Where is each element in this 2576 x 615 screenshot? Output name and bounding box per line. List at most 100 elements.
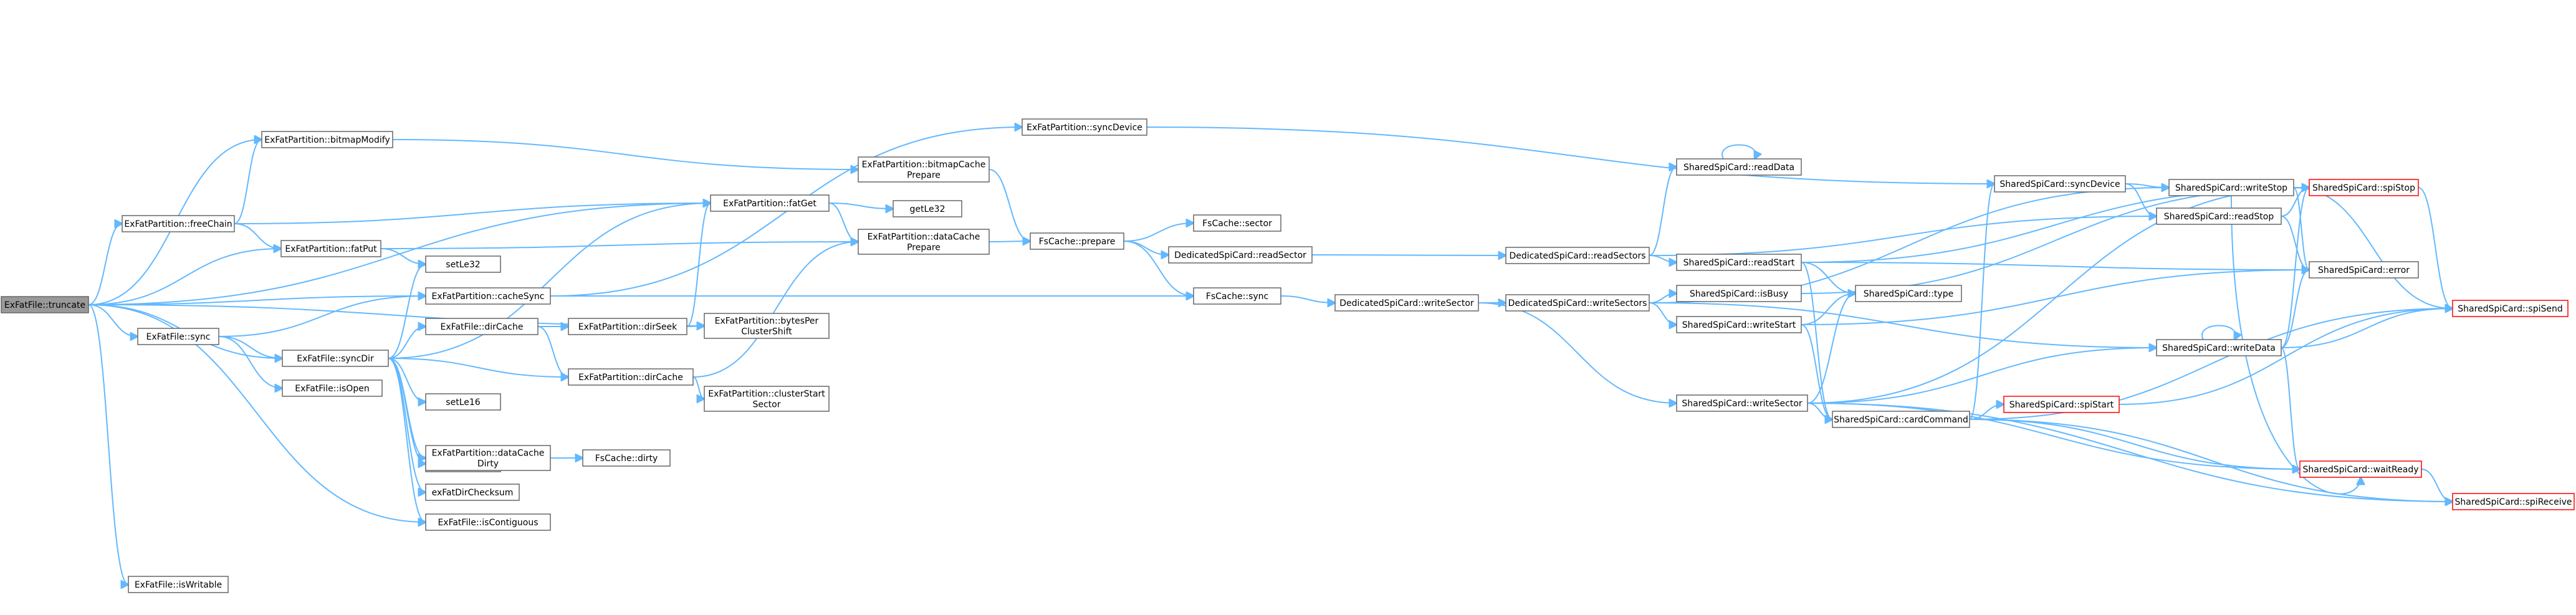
node-spiStart[interactable]: SharedSpiCard::spiStart — [2003, 396, 2120, 413]
node-waitReady[interactable]: SharedSpiCard::waitReady — [2299, 460, 2422, 478]
node-box — [704, 386, 830, 412]
node-readStart[interactable]: SharedSpiCard::readStart — [1676, 254, 1802, 271]
node-readStop[interactable]: SharedSpiCard::readStop — [2156, 207, 2282, 225]
node-fsCachePrepare[interactable]: FsCache::prepare — [1030, 232, 1124, 250]
node-cardCommand[interactable]: SharedSpiCard::cardCommand — [1832, 411, 1970, 428]
node-box — [122, 215, 235, 232]
node-box — [261, 131, 393, 148]
node-syncDeviceShared[interactable]: SharedSpiCard::syncDevice — [1994, 175, 2126, 193]
node-spiSend[interactable]: SharedSpiCard::spiSend — [2452, 300, 2569, 317]
node-spiReceive[interactable]: SharedSpiCard::spiReceive — [2452, 493, 2575, 510]
edge-syncDir-to-exFatDirChecksum — [388, 358, 426, 492]
edge-syncDeviceShared-to-writeStop — [2125, 184, 2169, 188]
node-label: ExFatFile::truncate — [4, 300, 85, 310]
node-label: ExFatPartition::dataCache — [868, 232, 980, 242]
node-fsCacheSync[interactable]: FsCache::sync — [1193, 287, 1281, 305]
node-setLe32[interactable]: setLe32 — [425, 255, 501, 273]
node-freeChain[interactable]: ExFatPartition::freeChain — [122, 215, 235, 232]
node-writeData[interactable]: SharedSpiCard::writeData — [2156, 339, 2282, 356]
node-box — [2168, 179, 2294, 196]
edge-dedWriteSectors-to-writeData — [1649, 302, 2157, 348]
node-box — [1030, 232, 1124, 250]
edge-syncDir-to-setLe16 — [388, 358, 426, 402]
edge-dirCachePart-to-dataCachePrepare — [692, 242, 858, 378]
edge-sync-to-syncDir — [218, 336, 282, 358]
node-truncate[interactable]: ExFatFile::truncate — [1, 296, 89, 313]
node-sync[interactable]: ExFatFile::sync — [137, 328, 219, 345]
edge-dedWriteSectors-to-writeStart — [1649, 302, 1677, 325]
node-syncDevice[interactable]: ExFatPartition::syncDevice — [1022, 118, 1147, 136]
node-label: SharedSpiCard::error — [2318, 265, 2410, 275]
node-getLe32[interactable]: getLe32 — [893, 200, 962, 217]
node-isWritable[interactable]: ExFatFile::isWritable — [128, 576, 229, 593]
node-box — [568, 368, 694, 386]
node-box — [425, 513, 551, 531]
node-label: SharedSpiCard::writeStop — [2175, 183, 2287, 193]
node-box — [2156, 207, 2282, 225]
node-setLe16[interactable]: setLe16 — [425, 393, 501, 411]
node-label: ExFatPartition::dirCache — [578, 373, 683, 383]
node-syncDir[interactable]: ExFatFile::syncDir — [282, 350, 389, 367]
node-type[interactable]: SharedSpiCard::type — [1855, 285, 1962, 302]
node-spiStop[interactable]: SharedSpiCard::spiStop — [2309, 179, 2419, 196]
node-box — [2309, 179, 2419, 196]
node-fsCacheDirty[interactable]: FsCache::dirty — [582, 449, 671, 467]
node-label: SharedSpiCard::readStart — [1683, 258, 1795, 268]
node-exFatDirChecksum[interactable]: exFatDirChecksum — [425, 484, 520, 501]
node-box — [1676, 316, 1802, 333]
node-fatPut[interactable]: ExFatPartition::fatPut — [280, 240, 381, 257]
edge-dirCachePart-to-clusterStartSector — [692, 376, 704, 399]
node-box — [1505, 294, 1650, 312]
node-label: Sector — [752, 400, 780, 410]
node-isBusy[interactable]: SharedSpiCard::isBusy — [1676, 285, 1802, 302]
node-label: FsCache::dirty — [595, 454, 658, 464]
node-isOpen[interactable]: ExFatFile::isOpen — [282, 379, 383, 397]
node-box — [1676, 285, 1802, 302]
node-dirSeek[interactable]: ExFatPartition::dirSeek — [568, 318, 687, 335]
node-dedWriteSector[interactable]: DedicatedSpiCard::writeSector — [1334, 294, 1479, 312]
node-error[interactable]: SharedSpiCard::error — [2309, 261, 2419, 279]
node-fatGet[interactable]: ExFatPartition::fatGet — [710, 194, 830, 212]
node-writeStart[interactable]: SharedSpiCard::writeStart — [1676, 316, 1802, 333]
node-box — [425, 255, 501, 273]
node-dirCachePart[interactable]: ExFatPartition::dirCache — [568, 368, 694, 386]
node-label: SharedSpiCard::spiReceive — [2454, 497, 2572, 507]
edge-writeSector-to-spiStop — [1807, 188, 2309, 404]
node-bitmapModify[interactable]: ExFatPartition::bitmapModify — [261, 131, 393, 148]
node-cacheSync[interactable]: ExFatPartition::cacheSync — [425, 287, 551, 305]
edge-writeData-to-spiSend — [2281, 308, 2453, 348]
node-writeStop[interactable]: SharedSpiCard::writeStop — [2168, 179, 2294, 196]
node-dedReadSector[interactable]: DedicatedSpiCard::readSector — [1168, 246, 1313, 264]
node-isContiguous[interactable]: ExFatFile::isContiguous — [425, 513, 551, 531]
node-box — [582, 449, 671, 467]
node-writeSector[interactable]: SharedSpiCard::writeSector — [1676, 394, 1808, 412]
node-label: ExFatPartition::fatGet — [723, 199, 816, 209]
edge-sync-to-cacheSync — [218, 296, 426, 337]
node-box — [2452, 300, 2569, 317]
edge-fatPut-to-setLe32 — [380, 248, 426, 264]
node-box — [1022, 118, 1147, 136]
node-box — [2452, 493, 2575, 510]
node-dedWriteSectors[interactable]: DedicatedSpiCard::writeSectors — [1505, 294, 1650, 312]
edge-waitReady-to-spiReceive — [2421, 469, 2453, 502]
node-label: ClusterShift — [741, 327, 792, 337]
node-label: ExFatPartition::dataCache — [432, 449, 545, 459]
node-label: SharedSpiCard::isBusy — [1690, 289, 1788, 299]
node-fsCacheSector[interactable]: FsCache::sector — [1193, 214, 1281, 232]
edge-freeChain-to-bitmapModify — [234, 140, 262, 224]
node-dedReadSectors[interactable]: DedicatedSpiCard::readSectors — [1505, 247, 1650, 264]
edge-dedWriteSector-to-writeSector — [1478, 302, 1677, 403]
edge-cardCommand-to-spiReceive — [1969, 419, 2453, 502]
edge-fsCachePrepare-to-fsCacheSector — [1123, 223, 1194, 242]
edge-cardCommand-to-waitReady — [1969, 419, 2300, 469]
node-readData[interactable]: SharedSpiCard::readData — [1676, 158, 1802, 176]
node-label: ExFatPartition::syncDevice — [1027, 123, 1142, 133]
node-label: Prepare — [907, 171, 941, 181]
node-dirCacheFile[interactable]: ExFatFile::dirCache — [425, 318, 539, 335]
